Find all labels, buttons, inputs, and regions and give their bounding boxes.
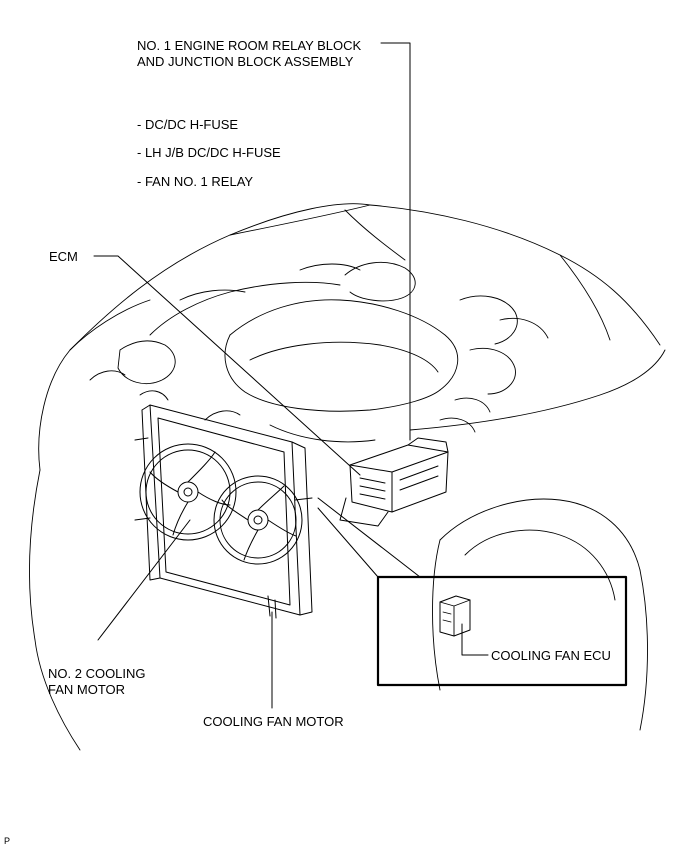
cooling-fan-motor-label: COOLING FAN MOTOR — [203, 714, 344, 729]
engine-outline — [89, 262, 549, 443]
dcdc-fuse-label: - DC/DC H-FUSE — [137, 117, 239, 132]
cooling-fan-ecu-label: COOLING FAN ECU — [491, 648, 611, 663]
inset-callout-lines — [317, 497, 421, 578]
leader-lines — [93, 42, 411, 709]
no2-cooling-fan-motor-label-line1: NO. 2 COOLING — [48, 666, 146, 681]
radiator-fan-assembly — [134, 404, 313, 619]
relay-block-label-line1: NO. 1 ENGINE ROOM RELAY BLOCK — [137, 38, 362, 53]
ecm-label: ECM — [49, 249, 78, 264]
cooling-fan-ecu-inset — [376, 575, 628, 687]
relay-block-label-line2: AND JUNCTION BLOCK ASSEMBLY — [137, 54, 354, 69]
vehicle-body-outline — [29, 203, 666, 751]
lh-jb-dcdc-fuse-label: - LH J/B DC/DC H-FUSE — [137, 145, 281, 160]
fan-relay-label: - FAN NO. 1 RELAY — [137, 174, 254, 189]
figure-code: P — [4, 836, 11, 846]
ecm-unit — [339, 437, 449, 527]
no2-cooling-fan-motor-label-line2: FAN MOTOR — [48, 682, 126, 697]
